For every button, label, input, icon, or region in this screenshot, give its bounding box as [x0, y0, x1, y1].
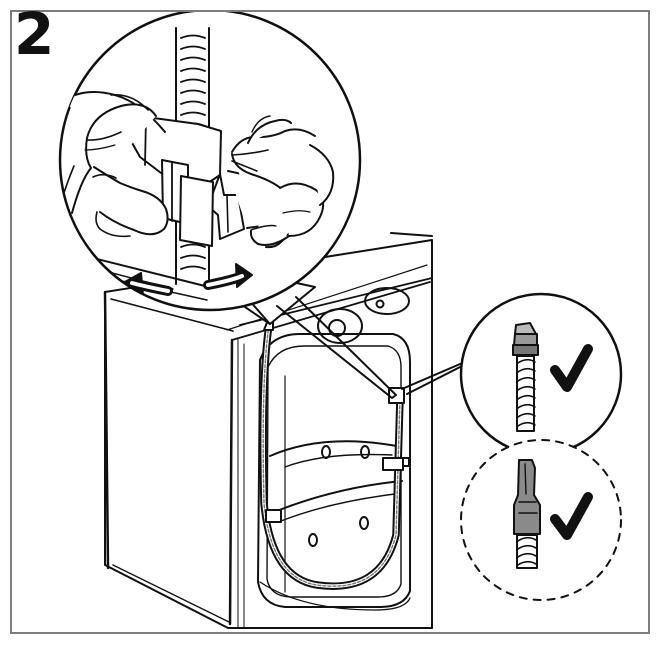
step-number: 2 [14, 0, 55, 68]
checkmark-icon [550, 492, 593, 540]
threaded-fitting-icon [512, 322, 539, 432]
inlet-hose-icon [259, 319, 410, 590]
zoom-detail-circle [58, 12, 362, 312]
checkmark-icon [550, 344, 593, 392]
rotate-arrows-icon [122, 263, 253, 296]
rubber-fitting-icon [513, 459, 541, 569]
left-hand-icon [60, 91, 169, 238]
detail-ok-rubber-end [460, 439, 622, 601]
detail-ok-threaded-end [459, 292, 623, 456]
right-hand-icon [231, 115, 335, 249]
